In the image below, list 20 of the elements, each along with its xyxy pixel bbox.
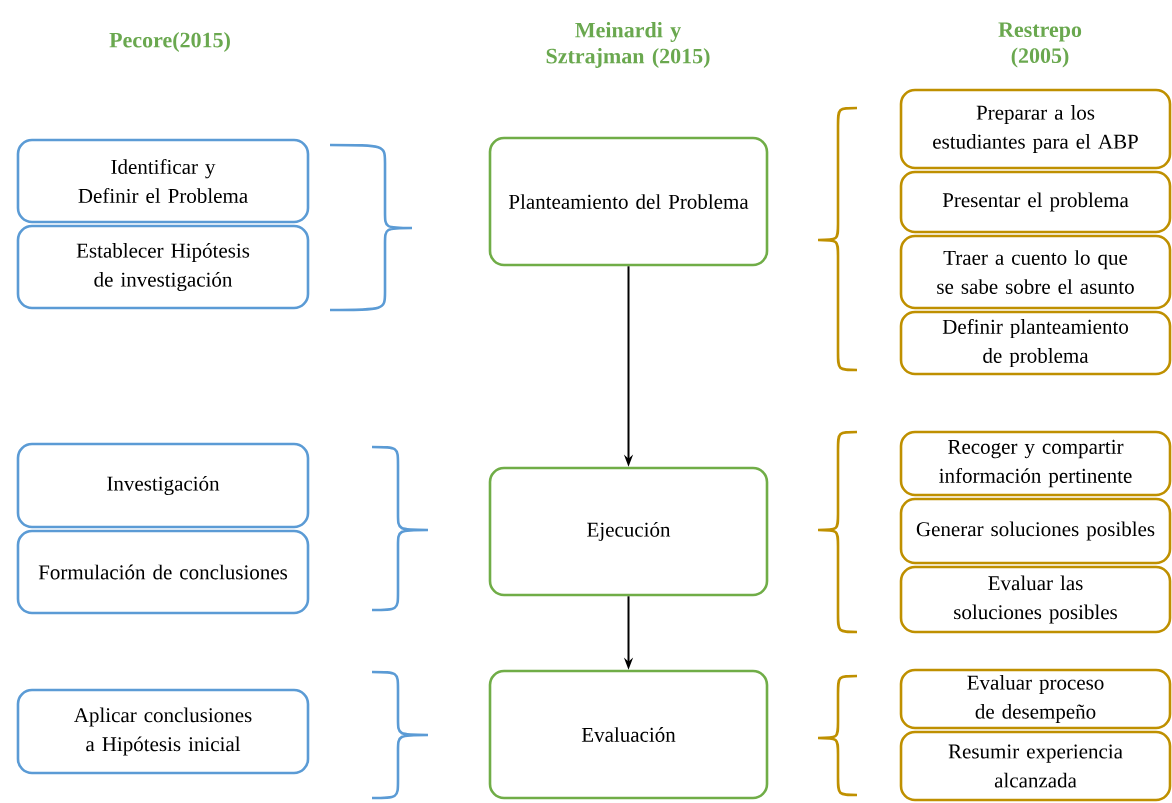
- step-box: Evaluación: [488, 669, 769, 800]
- step-box: Generar soluciones posibles: [899, 497, 1172, 565]
- step-box: Preparar a los estudiantes para el ABP: [899, 88, 1172, 170]
- column-heading: Meinardi y Sztrajman (2015): [546, 22, 710, 68]
- step-box: Presentar el problema: [899, 170, 1172, 234]
- step-box: Aplicar conclusiones a Hipótesis inicial: [16, 688, 310, 775]
- step-box: Identificar y Definir el Problema: [16, 138, 310, 224]
- step-box: Recoger y compartir información pertinente: [899, 430, 1172, 497]
- step-box: Traer a cuento lo que se sabe sobre el asunto: [899, 234, 1172, 310]
- step-box: Definir planteamiento de problema: [899, 310, 1172, 376]
- column-heading: Restrepo (2005): [998, 22, 1082, 68]
- step-box: Resumir experiencia alcanzada: [899, 730, 1172, 802]
- step-box: Formulación de conclusiones: [16, 529, 310, 615]
- step-box: Evaluar las soluciones posibles: [899, 565, 1172, 634]
- step-box: Investigación: [16, 442, 310, 529]
- column-heading: Pecore(2015): [109, 32, 230, 52]
- step-box: Planteamiento del Problema: [488, 136, 769, 267]
- step-box: Ejecución: [488, 466, 769, 597]
- step-box: Establecer Hipótesis de investigación: [16, 224, 310, 310]
- step-box: Evaluar proceso de desempeño: [899, 668, 1172, 730]
